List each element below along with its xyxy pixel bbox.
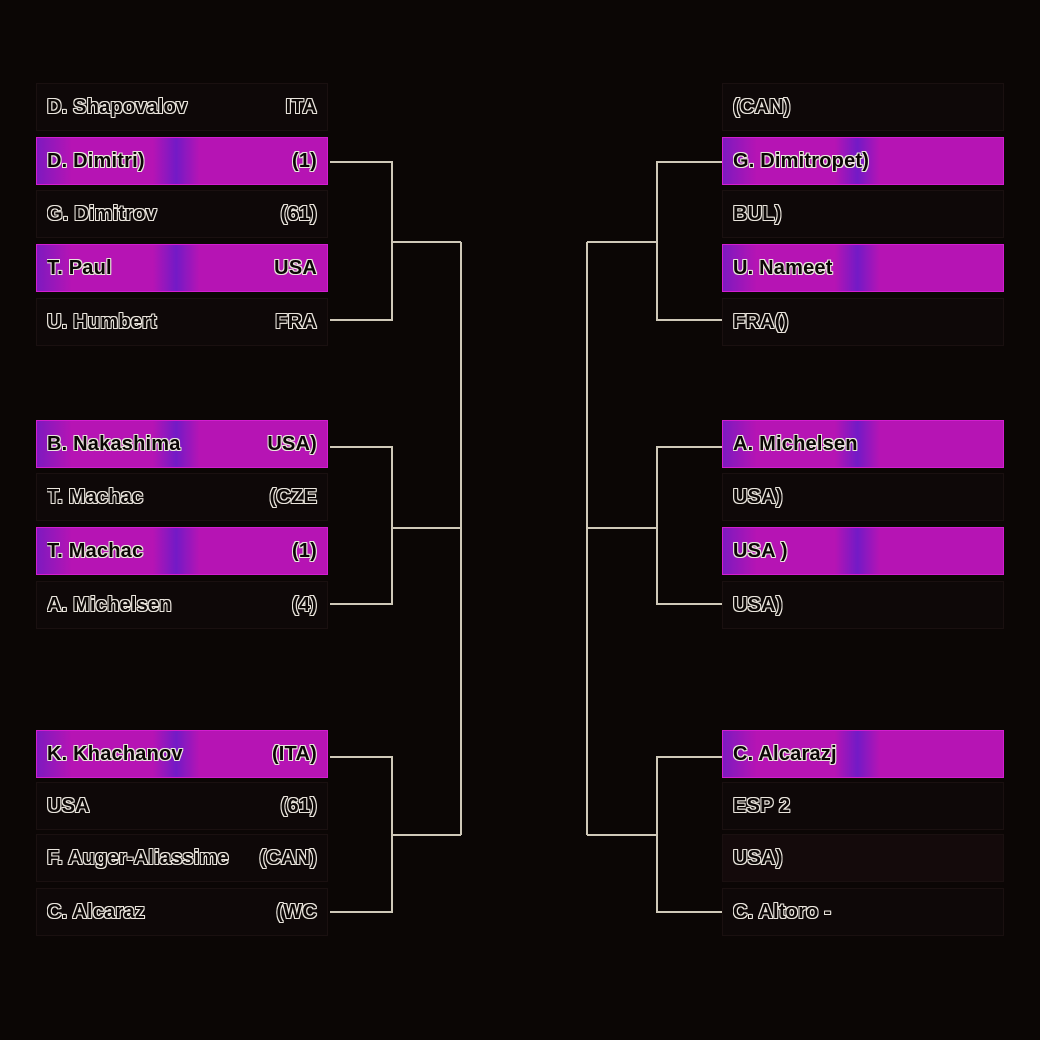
player-name: C. Alcaraz bbox=[47, 900, 145, 923]
connector-right-3 bbox=[587, 756, 722, 913]
player-name: T. Machac bbox=[47, 539, 144, 562]
connector-left-3 bbox=[330, 756, 461, 913]
player-name: USA bbox=[47, 794, 90, 817]
player-row[interactable]: USA) bbox=[722, 473, 1004, 521]
player-row[interactable]: (CAN) bbox=[722, 83, 1004, 131]
player-row[interactable]: K. Khachanov (ITA) bbox=[36, 730, 328, 778]
player-name: D. Dimitri) bbox=[47, 149, 145, 172]
player-tag: (CZE bbox=[269, 485, 317, 508]
connector-right-2 bbox=[587, 446, 722, 605]
player-row[interactable]: C. Alcaraz (WC bbox=[36, 888, 328, 936]
player-name: G. Dimitrov bbox=[47, 202, 157, 225]
player-name: T. Machac bbox=[47, 485, 144, 508]
player-name: FRA() bbox=[733, 310, 789, 333]
player-name: C. Altoro - bbox=[733, 900, 832, 923]
player-row[interactable]: D. Dimitri) (1) bbox=[36, 137, 328, 185]
player-name: USA ) bbox=[733, 539, 788, 562]
player-name: U. Humbert bbox=[47, 310, 157, 333]
player-name: USA) bbox=[733, 846, 783, 869]
player-row[interactable]: A. Michelsen (4) bbox=[36, 581, 328, 629]
player-row[interactable]: FRA() bbox=[722, 298, 1004, 346]
player-row[interactable]: G. Dimitropet) bbox=[722, 137, 1004, 185]
player-tag: (61) bbox=[280, 202, 317, 225]
player-row[interactable]: ESP 2 bbox=[722, 782, 1004, 830]
player-name: G. Dimitropet) bbox=[733, 149, 870, 172]
player-tag: (CAN) bbox=[259, 846, 317, 869]
player-row[interactable]: C. Altoro - bbox=[722, 888, 1004, 936]
player-row[interactable]: G. Dimitrov (61) bbox=[36, 190, 328, 238]
player-row[interactable]: F. Auger-Aliassime (CAN) bbox=[36, 834, 328, 882]
player-tag: (1) bbox=[291, 539, 317, 562]
player-name: K. Khachanov bbox=[47, 742, 183, 765]
connector-right-1 bbox=[587, 161, 722, 321]
player-row[interactable]: USA ) bbox=[722, 527, 1004, 575]
connector-left-1 bbox=[330, 161, 461, 321]
player-name: BUL) bbox=[733, 202, 782, 225]
player-tag: USA) bbox=[267, 432, 317, 455]
player-tag: USA bbox=[274, 256, 317, 279]
player-name: B. Nakashima bbox=[47, 432, 181, 455]
player-tag: FRA bbox=[275, 310, 317, 333]
player-tag: (WC bbox=[276, 900, 317, 923]
player-row[interactable]: A. Michelsen bbox=[722, 420, 1004, 468]
player-name: USA) bbox=[733, 593, 783, 616]
player-name: C. Alcarazj bbox=[733, 742, 837, 765]
player-tag: (61) bbox=[280, 794, 317, 817]
player-row[interactable]: T. Machac (CZE bbox=[36, 473, 328, 521]
player-name: ESP 2 bbox=[733, 794, 791, 817]
player-name: F. Auger-Aliassime bbox=[47, 846, 229, 869]
player-tag: (ITA) bbox=[271, 742, 317, 765]
player-name: T. Paul bbox=[47, 256, 112, 279]
player-row[interactable]: D. Shapovalov ITA bbox=[36, 83, 328, 131]
player-tag: (1) bbox=[291, 149, 317, 172]
player-name: A. Michelsen bbox=[47, 593, 172, 616]
player-row[interactable]: BUL) bbox=[722, 190, 1004, 238]
player-row[interactable]: USA (61) bbox=[36, 782, 328, 830]
player-name: USA) bbox=[733, 485, 783, 508]
player-name: D. Shapovalov bbox=[47, 95, 188, 118]
player-row[interactable]: USA) bbox=[722, 581, 1004, 629]
player-row[interactable]: T. Paul USA bbox=[36, 244, 328, 292]
player-row[interactable]: B. Nakashima USA) bbox=[36, 420, 328, 468]
player-row[interactable]: C. Alcarazj bbox=[722, 730, 1004, 778]
player-name: (CAN) bbox=[733, 95, 791, 118]
player-row[interactable]: T. Machac (1) bbox=[36, 527, 328, 575]
player-tag: (4) bbox=[291, 593, 317, 616]
player-name: U. Nameet bbox=[733, 256, 833, 279]
player-row[interactable]: U. Nameet bbox=[722, 244, 1004, 292]
player-name: A. Michelsen bbox=[733, 432, 858, 455]
connector-left-2 bbox=[330, 446, 461, 605]
player-row[interactable]: U. Humbert FRA bbox=[36, 298, 328, 346]
player-row[interactable]: USA) bbox=[722, 834, 1004, 882]
player-tag: ITA bbox=[285, 95, 317, 118]
